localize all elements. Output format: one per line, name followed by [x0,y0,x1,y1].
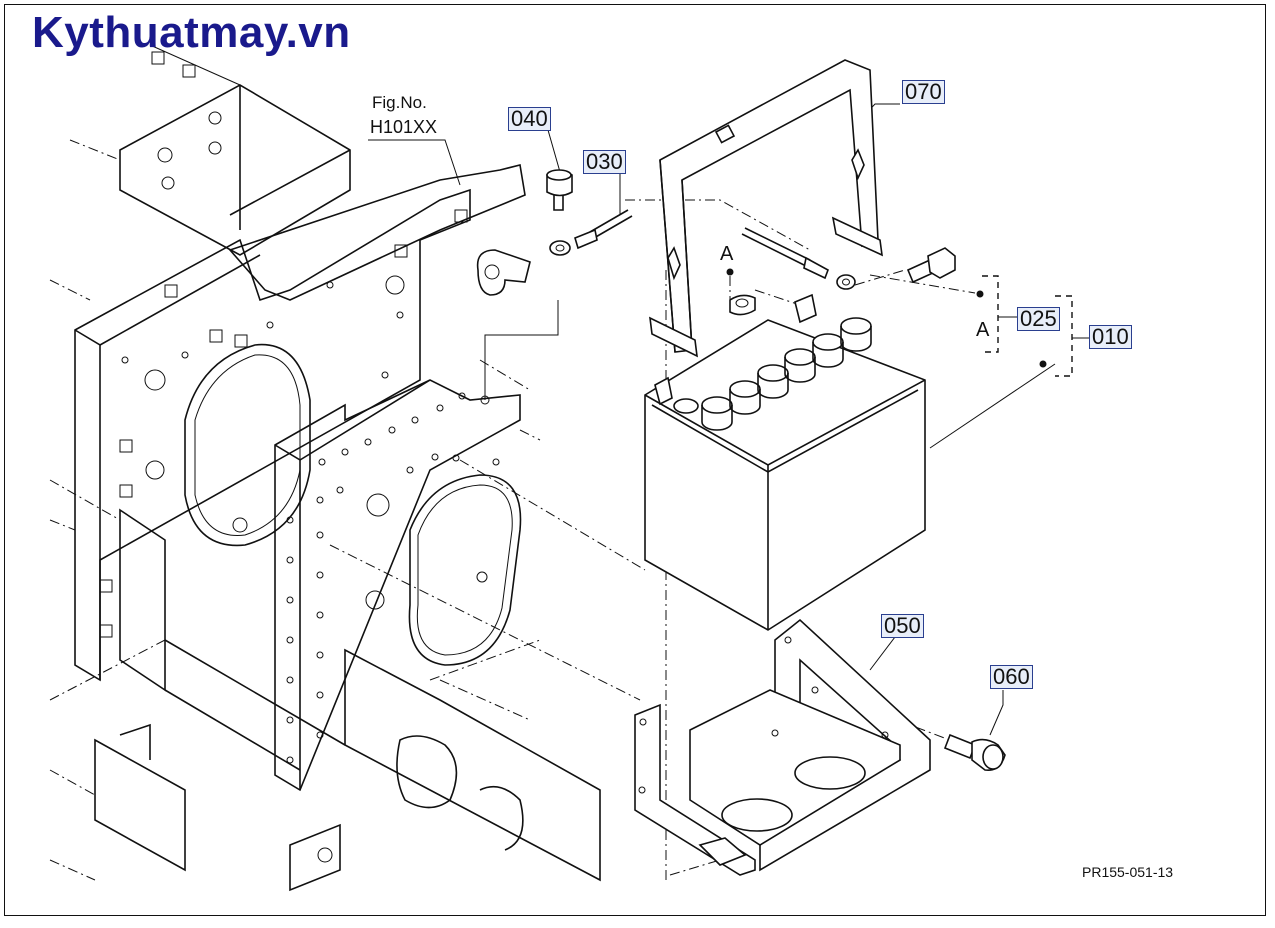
callout-010[interactable]: 010 [1089,325,1132,349]
callout-025[interactable]: 025 [1017,307,1060,331]
watermark-logo: Kythuatmay.vn [32,8,351,57]
battery-010 [644,293,926,631]
drawing-code: PR155-051-13 [1082,864,1174,880]
reference-mark-a-top: A [720,243,734,265]
callout-030[interactable]: 030 [583,150,626,174]
battery-tray-050 [634,618,931,876]
callout-070[interactable]: 070 [902,80,945,104]
figure-reference-number: H101XX [370,117,438,137]
chassis-frame-drawing [49,44,601,892]
figure-reference-label: Fig.No. [372,93,427,112]
battery-terminal-caps [673,317,872,431]
battery-cable-030 [549,209,856,290]
callout-050[interactable]: 050 [881,614,924,638]
battery-strap-070 [649,59,883,358]
bolt-060 [943,733,1006,772]
callout-040[interactable]: 040 [508,107,551,131]
bolt-nut-025 [729,247,956,316]
reference-mark-a-bracket: A [976,319,990,341]
callout-060[interactable]: 060 [990,665,1033,689]
bolt-040 [546,169,573,211]
